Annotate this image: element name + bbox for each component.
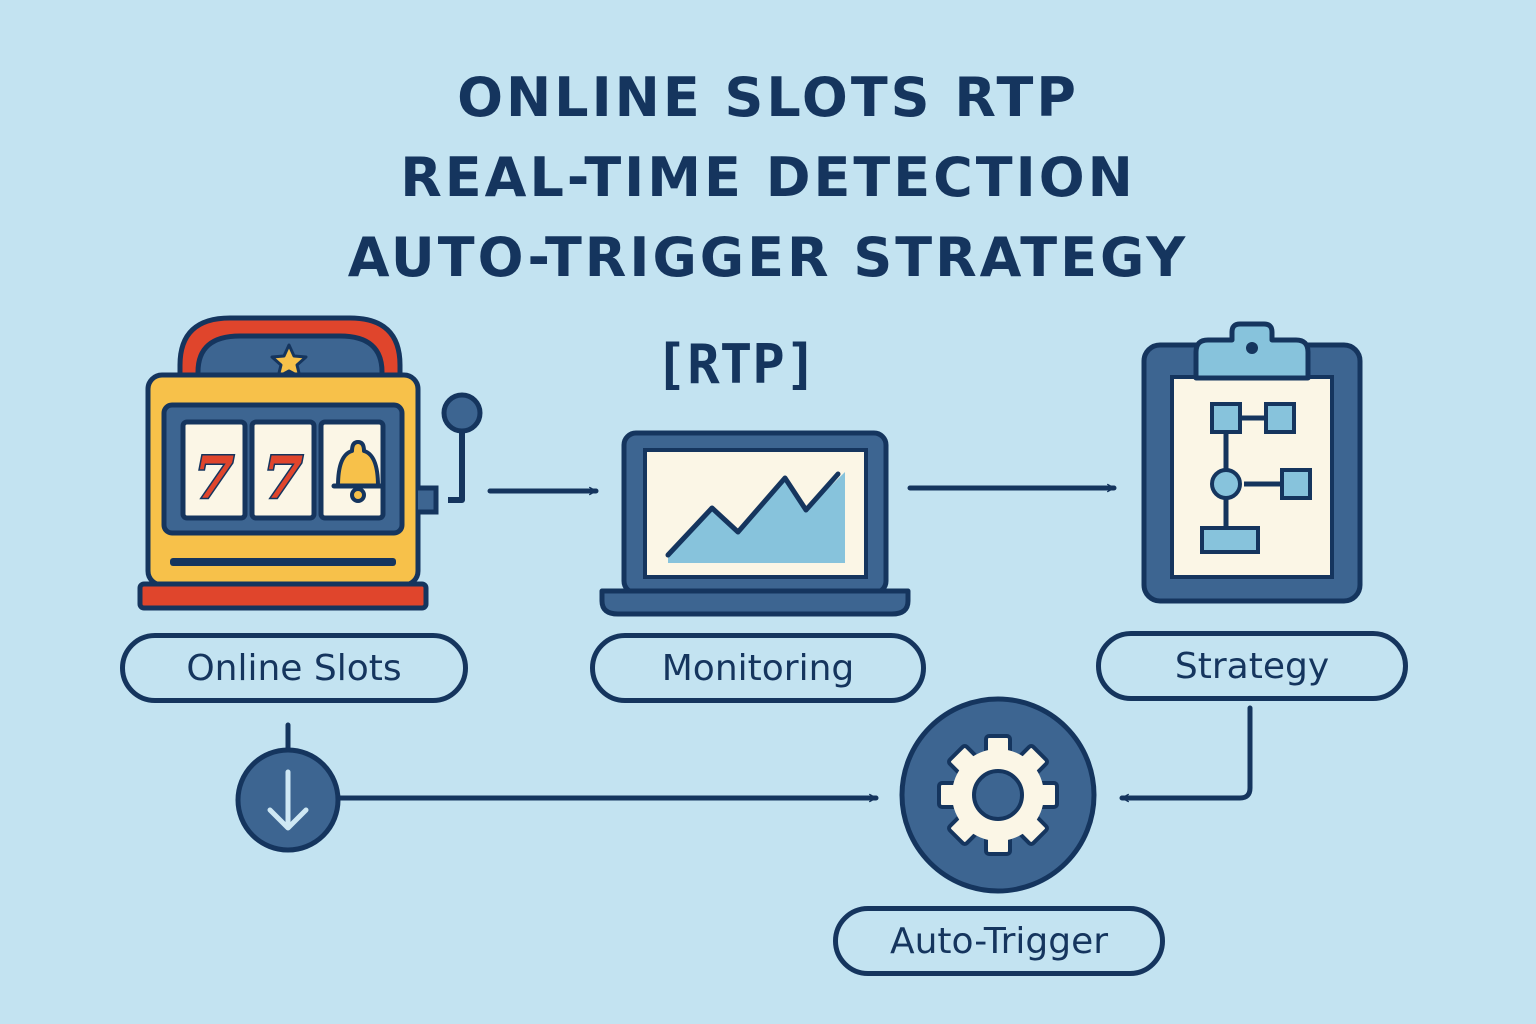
reel-2 bbox=[249, 419, 317, 521]
page-title: ONLINE SLOTS RTP REAL-TIME DETECTION AUT… bbox=[0, 58, 1536, 298]
bell-icon bbox=[331, 440, 385, 503]
title-line-1: ONLINE SLOTS RTP bbox=[457, 66, 1079, 129]
reel-1-symbol: 7 bbox=[194, 444, 234, 512]
title-line-3: AUTO-TRIGGER STRATEGY bbox=[347, 226, 1189, 289]
node-label-monitoring: Monitoring bbox=[590, 633, 926, 703]
down-arrow-icon bbox=[235, 747, 341, 853]
title-line-2: REAL-TIME DETECTION bbox=[400, 146, 1136, 209]
rtp-tag: [RTP] bbox=[654, 333, 818, 396]
rtp-trend-line bbox=[665, 471, 841, 558]
online-slots-label: Online Slots bbox=[186, 647, 402, 689]
auto-trigger-label: Auto-Trigger bbox=[889, 920, 1109, 962]
reel-1 bbox=[180, 419, 248, 521]
gear-icon bbox=[899, 696, 1097, 894]
slot-machine-icon: 7 7 bbox=[137, 315, 483, 611]
node-label-strategy: Strategy bbox=[1096, 631, 1408, 701]
reel-2-symbol: 7 bbox=[263, 444, 303, 512]
node-label-auto-trigger: Auto-Trigger bbox=[833, 906, 1165, 976]
star-icon bbox=[270, 343, 308, 379]
node-label-online-slots: Online Slots bbox=[120, 633, 468, 703]
clipboard-flowchart-icon bbox=[1141, 321, 1363, 604]
monitoring-label: Monitoring bbox=[661, 647, 855, 689]
laptop-chart-icon bbox=[599, 430, 911, 617]
strategy-label: Strategy bbox=[1174, 645, 1330, 687]
arrow-strategy-to-trigger bbox=[1119, 705, 1253, 803]
lever-knob bbox=[441, 392, 483, 434]
